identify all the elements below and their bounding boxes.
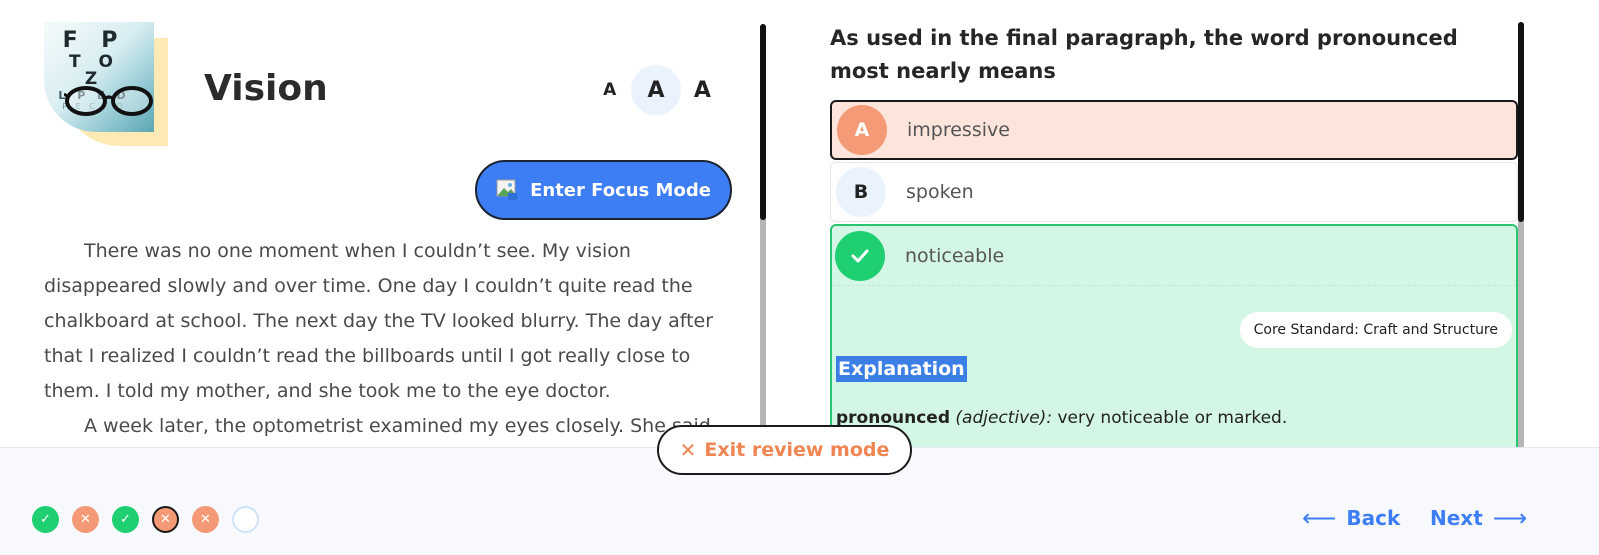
option-b-label: spoken xyxy=(906,181,974,203)
eye-chart-line-1: F P xyxy=(62,28,126,53)
progress-dot-3[interactable]: ✓ xyxy=(112,506,139,533)
core-standard-badge: Core Standard: Craft and Structure xyxy=(1239,312,1512,348)
font-size-medium-button[interactable]: A xyxy=(631,65,681,115)
check-icon: ✓ xyxy=(120,512,131,527)
passage-paragraph: A week later, the optometrist examined m… xyxy=(84,415,711,437)
arrow-left-icon: ⟵ xyxy=(1302,504,1337,532)
passage-title: Vision xyxy=(204,68,328,109)
question-pane: As used in the final paragraph, the word… xyxy=(790,0,1530,456)
option-a-badge: A xyxy=(837,105,887,155)
font-size-small-button[interactable]: A xyxy=(603,80,617,100)
explanation-text: pronounced (adjective): very noticeable … xyxy=(836,408,1287,428)
question-scrollbar-track[interactable] xyxy=(1518,22,1524,456)
x-icon: ✕ xyxy=(80,512,91,527)
option-b-badge: B xyxy=(836,167,886,217)
x-icon: ✕ xyxy=(200,512,211,527)
progress-dot-2[interactable]: ✕ xyxy=(72,506,99,533)
progress-dot-5[interactable]: ✕ xyxy=(192,506,219,533)
passage-paragraph: There was no one moment when I couldn’t … xyxy=(44,240,714,402)
explanation-heading: Explanation xyxy=(836,356,967,382)
eye-chart-line-3: L P E D xyxy=(58,89,125,102)
option-a-label: impressive xyxy=(907,119,1010,141)
close-icon: ✕ xyxy=(679,438,697,462)
progress-dot-1[interactable]: ✓ xyxy=(32,506,59,533)
option-c-label: noticeable xyxy=(905,244,1005,267)
check-icon: ✓ xyxy=(40,512,51,527)
passage-text: There was no one moment when I couldn’t … xyxy=(44,234,734,444)
progress-dot-6[interactable] xyxy=(232,506,259,533)
back-button[interactable]: ⟵ Back xyxy=(1302,504,1400,532)
answer-option-a[interactable]: A impressive xyxy=(830,100,1518,160)
next-button[interactable]: Next ⟶ xyxy=(1430,504,1527,532)
question-scrollbar-thumb[interactable] xyxy=(1518,22,1524,222)
next-label: Next xyxy=(1430,506,1483,530)
passage-thumbnail: F P T O Z L P E D P E C F D xyxy=(44,22,172,150)
exit-review-mode-button[interactable]: ✕ Exit review mode xyxy=(657,425,912,475)
answer-option-c[interactable]: noticeable Core Standard: Craft and Stru… xyxy=(830,224,1518,456)
font-size-large-button[interactable]: A xyxy=(693,77,711,103)
font-size-controls: A A A xyxy=(586,64,726,116)
eye-chart-line-4: P E C F D xyxy=(62,102,122,111)
enter-focus-mode-button[interactable]: Enter Focus Mode xyxy=(475,160,732,220)
question-progress: ✓ ✕ ✓ ✕ ✕ xyxy=(32,506,259,533)
question-prompt: As used in the final paragraph, the word… xyxy=(830,26,1458,83)
exit-review-label: Exit review mode xyxy=(704,439,890,461)
explanation-pos: (adjective): xyxy=(955,408,1053,428)
back-label: Back xyxy=(1346,506,1401,530)
passage-scrollbar-track[interactable] xyxy=(760,24,766,456)
progress-dot-4[interactable]: ✕ xyxy=(152,506,179,533)
broken-image-icon xyxy=(496,179,518,200)
explanation-definition: very noticeable or marked. xyxy=(1057,408,1288,428)
glasses-icon xyxy=(64,86,153,116)
focus-mode-label: Enter Focus Mode xyxy=(530,179,711,201)
passage-pane: F P T O Z L P E D P E C F D Vision A A A… xyxy=(0,0,770,456)
x-icon: ✕ xyxy=(160,512,171,527)
eye-chart-image: F P T O Z L P E D P E C F D xyxy=(44,22,154,132)
passage-scrollbar-thumb[interactable] xyxy=(760,24,766,220)
arrow-right-icon: ⟶ xyxy=(1492,504,1528,532)
answer-option-b[interactable]: B spoken xyxy=(830,162,1518,222)
explanation-term: pronounced xyxy=(836,408,950,428)
check-icon xyxy=(835,230,885,281)
eye-chart-line-2: T O Z xyxy=(69,52,119,89)
